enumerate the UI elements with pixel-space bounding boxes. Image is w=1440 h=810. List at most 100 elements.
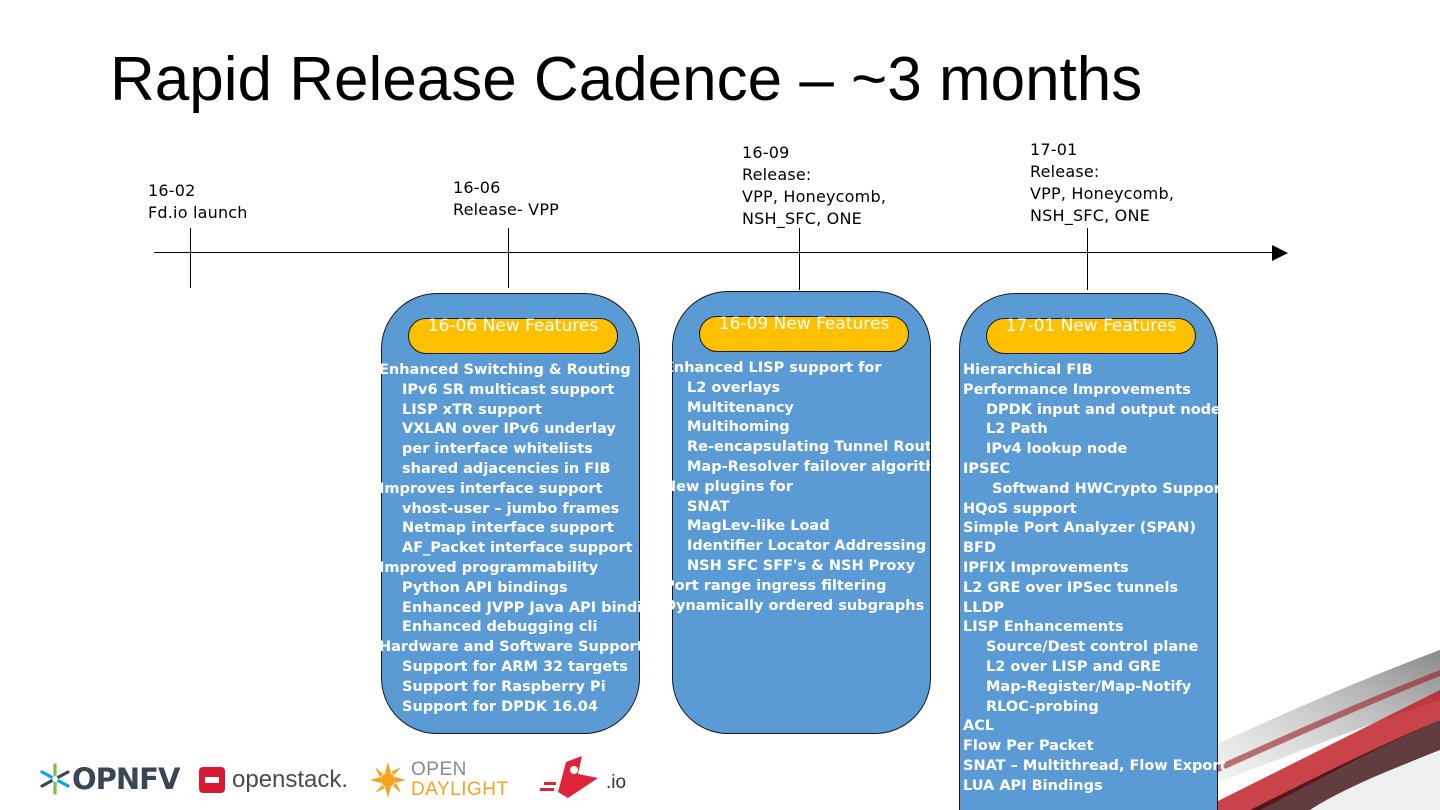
opendaylight-logo: OPEN DAYLIGHT bbox=[369, 760, 509, 800]
feature-item: SNAT – Multithread, Flow Export bbox=[963, 757, 1225, 774]
feature-item: New plugins for bbox=[664, 478, 793, 495]
milestone-label: NSH_SFC, ONE bbox=[1030, 206, 1150, 225]
feature-item: Support for ARM 32 targets bbox=[402, 658, 628, 675]
opendaylight-wordmark: OPEN DAYLIGHT bbox=[411, 760, 509, 800]
feature-item: L2 GRE over IPSec tunnels bbox=[963, 579, 1179, 596]
feature-item: Port range ingress filtering bbox=[664, 577, 887, 594]
milestone-label: VPP, Honeycomb, bbox=[742, 187, 887, 206]
opnfv-snowflake-icon bbox=[40, 763, 70, 795]
feature-item: HQoS support bbox=[963, 500, 1077, 517]
feature-item: AF_Packet interface support bbox=[402, 540, 633, 557]
feature-panel-header-pill bbox=[986, 318, 1196, 354]
fdio-wordmark: .io bbox=[606, 772, 627, 793]
feature-item: BFD bbox=[963, 540, 996, 557]
feature-item: IPFIX Improvements bbox=[963, 559, 1129, 576]
opendaylight-wordmark-bottom: DAYLIGHT bbox=[411, 779, 509, 800]
feature-item: MagLev-like Load bbox=[687, 518, 830, 535]
feature-item: Multihoming bbox=[687, 419, 790, 436]
opendaylight-wordmark-top: OPEN bbox=[411, 759, 467, 780]
feature-item: Multitenancy bbox=[687, 399, 794, 416]
fdio-rocket-icon bbox=[540, 756, 598, 798]
feature-item: Softwand HWCrypto Support bbox=[992, 480, 1225, 497]
feature-panel-17-01 bbox=[959, 293, 1218, 810]
feature-item: RLOC-probing bbox=[986, 698, 1099, 715]
feature-panel-16-09 bbox=[672, 291, 931, 734]
timeline-tick-16-09 bbox=[799, 228, 800, 290]
feature-item: LLDP bbox=[963, 599, 1005, 616]
feature-item: Support for Raspberry Pi bbox=[402, 678, 606, 695]
feature-item: LISP xTR support bbox=[402, 401, 542, 418]
feature-item: Improves interface support bbox=[379, 480, 603, 497]
feature-list-17-01: Hierarchical FIB Performance Improvements… bbox=[963, 361, 1225, 797]
feature-item: Enhanced LISP support for bbox=[664, 360, 882, 376]
feature-item: shared adjacencies in FIB bbox=[402, 460, 611, 477]
feature-item: Enhanced JVPP Java API bindings bbox=[402, 599, 672, 616]
feature-item: Support for DPDK 16.04 bbox=[402, 698, 598, 715]
opnfv-logo: OPNFV bbox=[38, 762, 180, 796]
feature-item: IPv6 SR multicast support bbox=[402, 381, 615, 398]
feature-panel-16-06 bbox=[381, 293, 640, 734]
timeline-tick-17-01 bbox=[1087, 228, 1088, 290]
opendaylight-sun-icon bbox=[370, 762, 406, 798]
feature-item: Map-Register/Map-Notify bbox=[986, 678, 1192, 695]
feature-panel-header: 16-09 New Features bbox=[718, 314, 890, 334]
feature-item: L2 overlays bbox=[687, 379, 781, 396]
feature-item: L2 over LISP and GRE bbox=[986, 658, 1162, 675]
partner-logos: OPNFV openstack. OPEN DAYLIGHT bbox=[38, 750, 638, 806]
milestone-16-02: 16-02 Fd.io launch bbox=[148, 180, 248, 224]
feature-item: Netmap interface support bbox=[402, 520, 614, 537]
feature-item: DPDK input and output nodes bbox=[986, 401, 1225, 418]
feature-item: Hierarchical FIB bbox=[963, 362, 1093, 378]
feature-item: IPSEC bbox=[963, 460, 1011, 477]
feature-item: LISP Enhancements bbox=[963, 619, 1124, 636]
timeline-arrow-icon bbox=[1272, 245, 1288, 261]
feature-panel-header-pill bbox=[408, 318, 618, 354]
feature-item: Flow Per Packet bbox=[963, 738, 1094, 755]
feature-item: Dynamically ordered subgraphs bbox=[664, 597, 925, 614]
feature-item: Simple Port Analyzer (SPAN) bbox=[963, 520, 1197, 537]
feature-panel-header: 16-06 New Features bbox=[427, 316, 599, 336]
fdio-logo: .io bbox=[538, 752, 626, 800]
feature-item: Python API bindings bbox=[402, 579, 568, 596]
milestone-label: Fd.io launch bbox=[148, 203, 248, 222]
milestone-date: 16-02 bbox=[148, 181, 196, 200]
milestone-16-09: 16-09 Release: VPP, Honeycomb, NSH_SFC, … bbox=[742, 142, 886, 230]
feature-item: Improved programmability bbox=[379, 559, 599, 576]
milestone-label: Release: bbox=[742, 165, 812, 184]
openstack-square-icon bbox=[199, 767, 225, 793]
feature-item: Identifier Locator Addressing bbox=[687, 538, 927, 555]
opnfv-wordmark: OPNFV bbox=[72, 762, 180, 796]
milestone-17-01: 17-01 Release: VPP, Honeycomb, NSH_SFC, … bbox=[1030, 139, 1174, 227]
feature-item: vhost-user – jumbo frames bbox=[402, 500, 620, 517]
milestone-date: 16-06 bbox=[453, 178, 501, 197]
timeline-tick-16-06 bbox=[508, 228, 509, 288]
feature-item: Hardware and Software Support bbox=[379, 639, 644, 656]
feature-item: LUA API Bindings bbox=[963, 777, 1103, 794]
milestone-16-06: 16-06 Release- VPP bbox=[453, 177, 559, 221]
feature-item: per interface whitelists bbox=[402, 441, 593, 458]
slide-title: Rapid Release Cadence – ~3 months bbox=[110, 45, 1143, 114]
feature-item: ACL bbox=[963, 718, 995, 735]
feature-panel-header: 17-01 New Features bbox=[1005, 316, 1177, 336]
milestone-label: Release: bbox=[1030, 162, 1100, 181]
feature-item: L2 Path bbox=[986, 421, 1048, 438]
feature-item: Source/Dest control plane bbox=[986, 639, 1199, 656]
feature-item: IPv4 lookup node bbox=[986, 441, 1128, 458]
timeline-tick-16-02 bbox=[190, 228, 191, 288]
feature-item: NSH SFC SFF's & NSH Proxy bbox=[687, 557, 916, 574]
feature-panel-header-pill bbox=[699, 316, 909, 352]
timeline-axis bbox=[154, 252, 1274, 253]
milestone-date: 17-01 bbox=[1030, 140, 1078, 159]
feature-item: Enhanced debugging cli bbox=[402, 619, 598, 636]
feature-item: Performance Improvements bbox=[963, 381, 1191, 398]
feature-item: SNAT bbox=[687, 498, 730, 515]
feature-item: Map-Resolver failover algorithm bbox=[687, 458, 930, 475]
openstack-logo: openstack. bbox=[198, 766, 348, 794]
openstack-wordmark: openstack. bbox=[232, 766, 349, 793]
milestone-label: NSH_SFC, ONE bbox=[742, 209, 862, 228]
milestone-date: 16-09 bbox=[742, 143, 790, 162]
feature-item: Enhanced Switching & Routing bbox=[379, 362, 631, 378]
milestone-label: VPP, Honeycomb, bbox=[1030, 184, 1175, 203]
